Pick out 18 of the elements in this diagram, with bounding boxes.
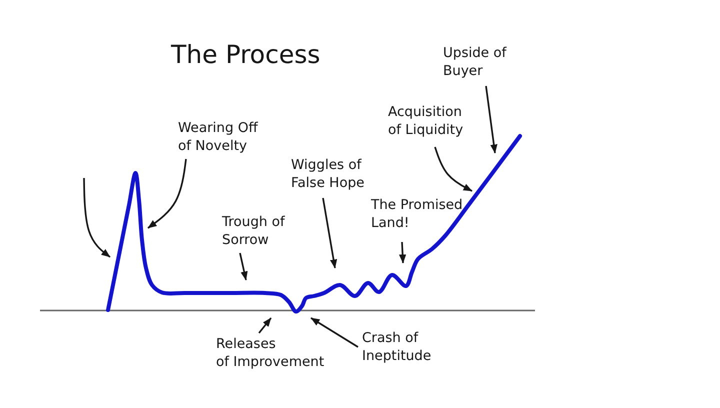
leader-arrow — [322, 198, 338, 268]
leader-arrow — [258, 317, 272, 334]
annotation-label: Crash of Ineptitude — [362, 329, 432, 365]
leader-arrow — [148, 158, 187, 229]
leader-arrow — [239, 252, 248, 280]
leader-arrow — [310, 317, 358, 348]
leader-arrow — [399, 242, 406, 264]
annotation-label: Trough of Sorrow — [222, 213, 285, 249]
annotation-label: Acquisition of Liquidity — [388, 103, 464, 139]
annotation-label: Wiggles of False Hope — [291, 156, 364, 192]
annotation-label: Wearing Off of Novelty — [178, 119, 258, 155]
annotation-label: The Promised Land! — [371, 196, 463, 232]
diagram-title: The Process — [171, 40, 320, 70]
annotation-label: Upside of Buyer — [443, 44, 506, 80]
leader-arrow — [83, 178, 111, 258]
leader-arrow — [485, 86, 498, 154]
leader-arrow — [434, 146, 472, 192]
annotation-label: Releases of Improvement — [216, 335, 324, 371]
